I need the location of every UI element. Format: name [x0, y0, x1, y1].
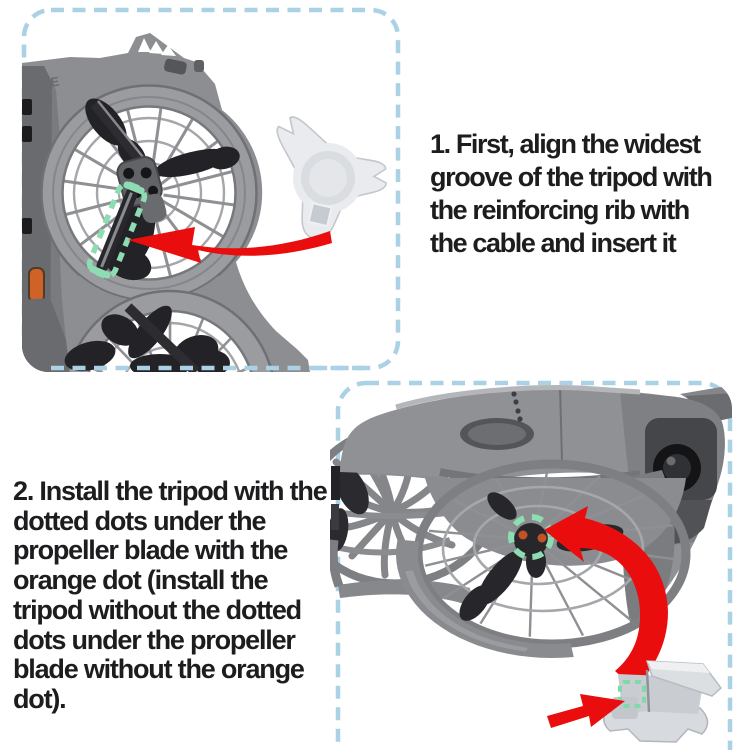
svg-text:CE: CE — [40, 74, 60, 91]
